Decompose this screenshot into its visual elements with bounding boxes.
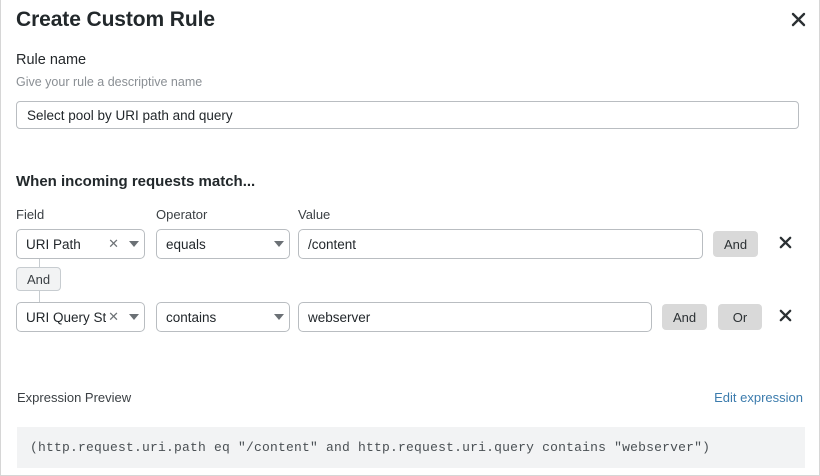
operator-select-1[interactable]: equals <box>156 229 290 259</box>
condition-row: URI Path ✕ equals And <box>1 229 820 259</box>
expression-preview-box: (http.request.uri.path eq "/content" and… <box>17 427 805 468</box>
field-select-2-value: URI Query St... <box>26 309 107 325</box>
rule-name-help-text: Give your rule a descriptive name <box>16 75 203 89</box>
or-button-row-2[interactable]: Or <box>718 304 762 330</box>
clear-icon[interactable]: ✕ <box>108 235 119 251</box>
page-title: Create Custom Rule <box>16 8 215 31</box>
chevron-down-icon[interactable] <box>124 241 144 247</box>
close-button[interactable] <box>785 6 811 32</box>
close-icon <box>779 236 792 252</box>
and-button-row-2[interactable]: And <box>662 304 708 330</box>
operator-select-2[interactable]: contains <box>156 302 290 332</box>
operator-select-2-value: contains <box>166 309 217 325</box>
delete-condition-button-2[interactable] <box>774 304 796 330</box>
value-input-2[interactable] <box>298 302 652 332</box>
clear-icon[interactable]: ✕ <box>108 308 119 324</box>
chevron-down-icon[interactable] <box>269 314 289 320</box>
close-icon <box>791 12 806 27</box>
field-select-2[interactable]: URI Query St... ✕ <box>16 302 145 332</box>
connector-and-badge[interactable]: And <box>16 267 62 291</box>
expression-preview-label: Expression Preview <box>17 390 132 405</box>
rule-name-label: Rule name <box>16 52 87 68</box>
close-icon <box>779 309 792 325</box>
chevron-down-icon[interactable] <box>124 314 144 320</box>
rule-name-input[interactable] <box>16 101 799 129</box>
condition-row: URI Query St... ✕ contains And Or <box>1 302 820 332</box>
column-header-operator: Operator <box>156 207 208 222</box>
column-header-field: Field <box>16 207 45 222</box>
condition-connector: And <box>16 259 126 304</box>
operator-select-1-value: equals <box>166 236 206 252</box>
column-header-value: Value <box>298 207 331 222</box>
conditions-heading: When incoming requests match... <box>16 173 256 190</box>
and-button-row-1[interactable]: And <box>713 231 759 257</box>
edit-expression-link[interactable]: Edit expression <box>714 390 803 405</box>
delete-condition-button-1[interactable] <box>774 231 796 257</box>
value-input-1[interactable] <box>298 229 703 259</box>
field-select-1-value: URI Path <box>26 236 81 252</box>
expression-preview-text: (http.request.uri.path eq "/content" and… <box>30 440 711 455</box>
field-select-1[interactable]: URI Path ✕ <box>16 229 145 259</box>
chevron-down-icon[interactable] <box>269 241 289 247</box>
